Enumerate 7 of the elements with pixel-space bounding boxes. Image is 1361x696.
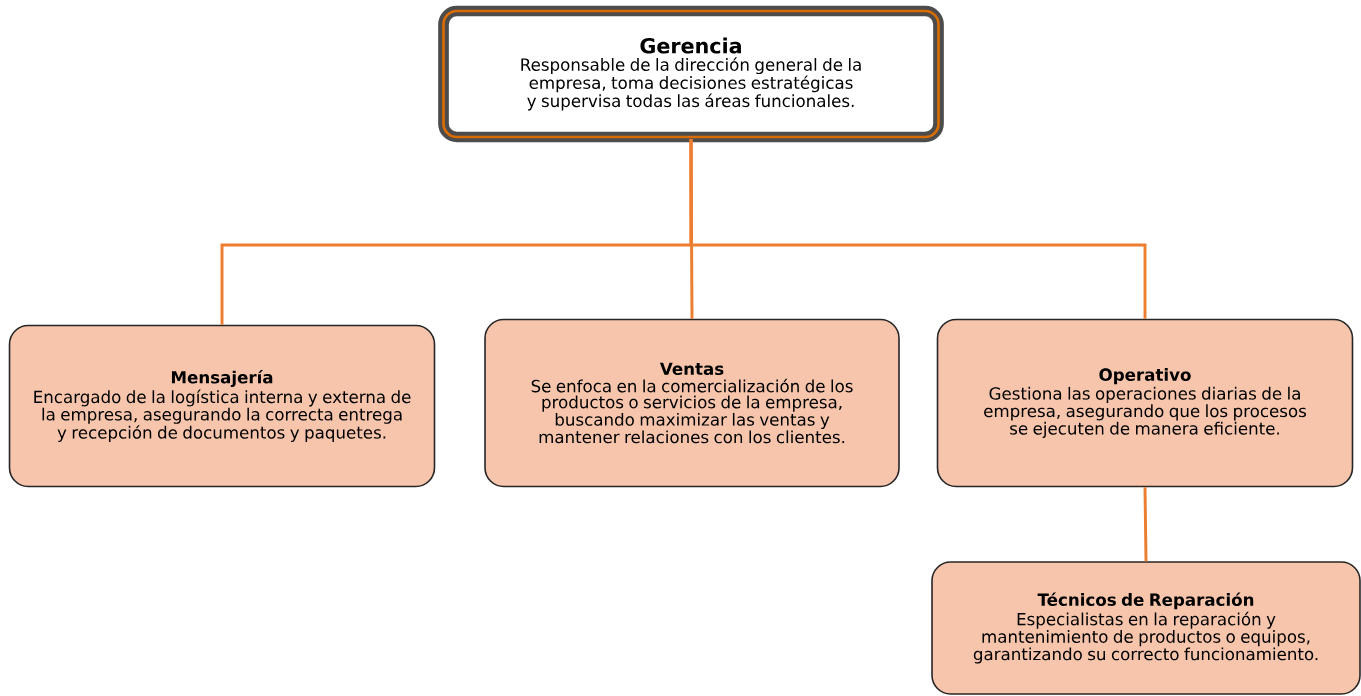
connector-line: [1143, 487, 1148, 562]
department-box: Ventas Se enfoca en la comercialización de los productos o servicios de la empresa, buscando maximizar las ventas y mantener relaciones con los clientes.: [484, 318, 900, 488]
header-box: Gerencia Responsable de la dirección general de la empresa, toma decisiones estratégicas y supervisa todas las áreas funcionales.: [438, 5, 944, 143]
department-box: Operativo Gestiona las operaciones diarias de la empresa, asegurando que los procesos se ejecuten de manera eficiente.: [936, 318, 1354, 488]
connector-line: [689, 139, 1147, 319]
department-box: Mensajería Encargado de la logística interna y externa de la empresa, asegurando la correcta entrega y recepción de documentos y paquetes.: [8, 324, 436, 488]
department-box: Técnicos de Reparación Especialistas en la reparación y mantenimiento de productos o equipos, garantizando su correcto funcionamiento.: [931, 561, 1361, 695]
